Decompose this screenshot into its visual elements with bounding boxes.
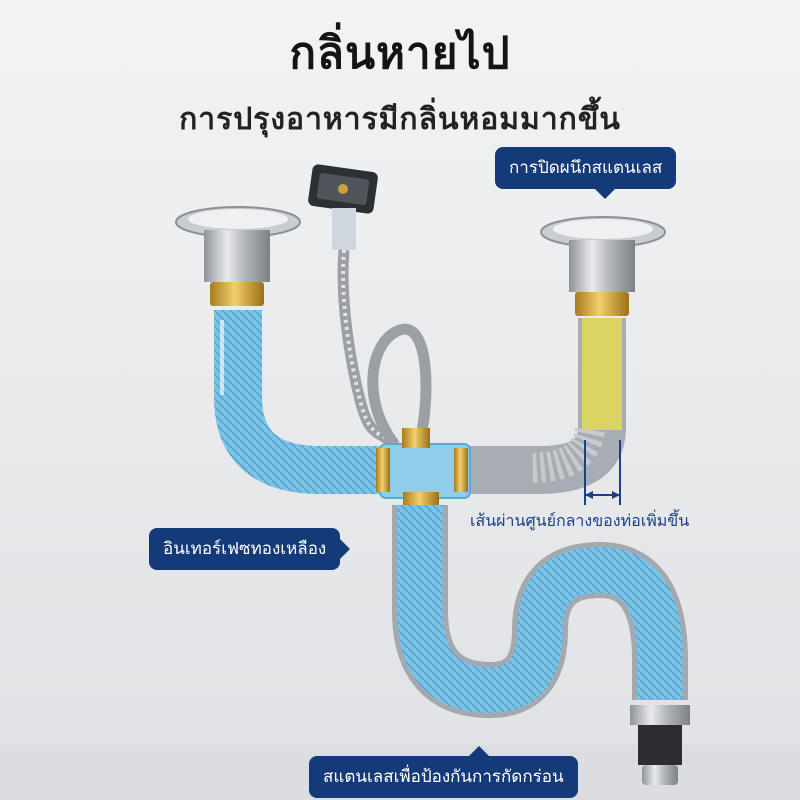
overflow-fitting [308, 164, 432, 450]
diameter-label: เส้นผ่านศูนย์กลางของท่อเพิ่มขึ้น [470, 511, 690, 530]
diameter-indicator [584, 440, 621, 505]
subheadline: การปรุงอาหารมีกลิ่นหอมมากขึ้น [179, 102, 621, 137]
right-strainer [540, 216, 666, 316]
headline: กลิ่นหายไป [289, 28, 511, 79]
callout-anti-corrosion: สแตนเลสเพื่อป้องกันการกัดกร่อน [309, 746, 578, 798]
tee-joint [376, 428, 471, 512]
s-trap-pipe [392, 505, 688, 719]
callout-brass-interface: อินเทอร์เฟซทองเหลือง [149, 528, 351, 570]
callout-stainless-seal: การปิดผนึกสแตนเลส [495, 147, 677, 199]
left-pipe [214, 310, 420, 494]
left-strainer [175, 206, 301, 306]
outlet-nozzle [630, 705, 690, 785]
